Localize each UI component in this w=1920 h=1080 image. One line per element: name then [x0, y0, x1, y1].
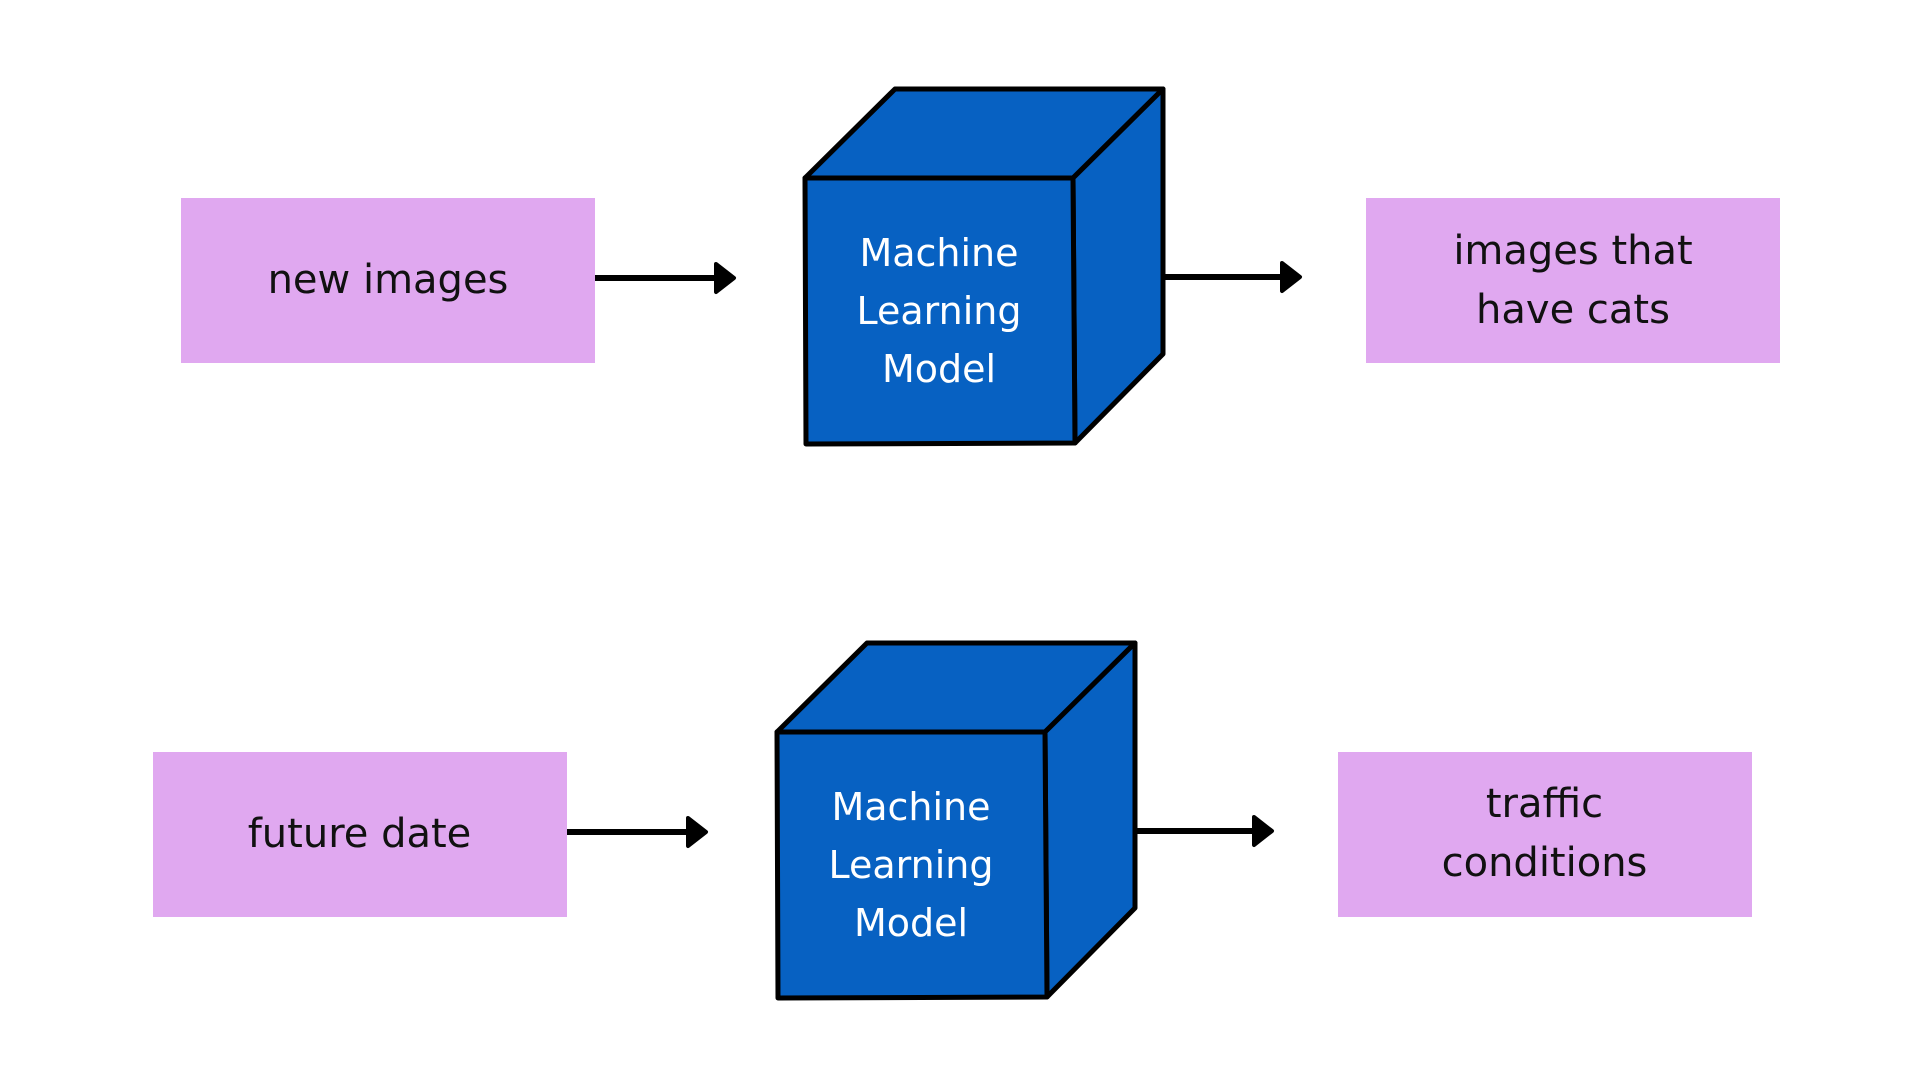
input-label-1: new images	[267, 257, 509, 303]
model-line-model-2: Model	[853, 901, 969, 945]
arrow-in-head-2	[686, 816, 708, 848]
arrow-out-head-2	[1252, 815, 1274, 847]
model-line-learning-2: Learning	[828, 843, 994, 887]
input-box-2: future date	[153, 752, 566, 916]
output-box-1: images that have cats	[1366, 198, 1780, 363]
input-box-1: new images	[181, 198, 595, 363]
output-line-2-2: conditions	[1441, 840, 1648, 886]
arrow-out-head-1	[1280, 261, 1302, 293]
model-line-machine-1: Machine	[859, 231, 1019, 275]
model-line-machine-2: Machine	[831, 785, 991, 829]
output-line-2-1: traffic	[1485, 781, 1604, 827]
model-label-1: Machine Learning Model	[805, 178, 1073, 444]
output-line-1-2: have cats	[1476, 286, 1670, 333]
output-box-2: traffic conditions	[1338, 752, 1751, 916]
output-box-shape-1	[1366, 198, 1780, 363]
output-box-shape-2	[1338, 752, 1752, 917]
model-line-model-1: Model	[881, 347, 997, 391]
model-label-2: Machine Learning Model	[777, 732, 1045, 998]
arrow-in-head-1	[714, 262, 736, 294]
cube-front-face-2	[774, 729, 1050, 1001]
input-box-shape-2	[153, 752, 567, 917]
output-line-1-1: images that	[1453, 227, 1693, 274]
cube-front-face-1	[802, 175, 1078, 447]
input-box-shape-1	[181, 198, 595, 363]
input-label-2: future date	[247, 810, 472, 857]
model-line-learning-1: Learning	[856, 289, 1022, 333]
